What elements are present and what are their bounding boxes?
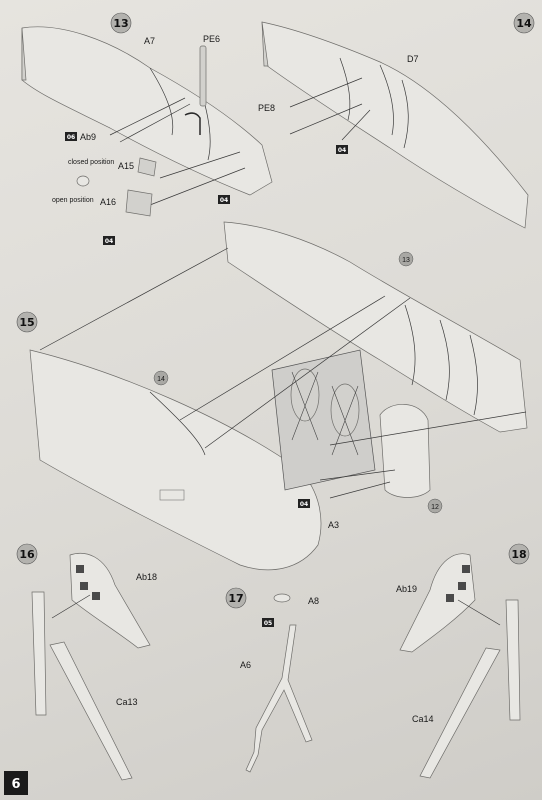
step-14-badge (513, 12, 535, 34)
svg-text:04: 04 (220, 197, 228, 204)
callout-13 (398, 251, 414, 267)
step-18-number: 18 (511, 548, 526, 561)
svg-text:05: 05 (264, 620, 272, 627)
strut-ca14-right (505, 599, 521, 721)
glue-badge-04-c (336, 145, 348, 154)
step-15-badge (16, 311, 38, 333)
step-18-badge (508, 543, 530, 565)
label-d7: D7 (407, 54, 419, 64)
step-18: 18 Ab19 Ca14 (396, 543, 530, 779)
fuselage-half-d7 (261, 21, 529, 229)
part-a15 (137, 157, 157, 177)
label-pe6: PE6 (203, 34, 220, 44)
label-a3: A3 (328, 520, 339, 530)
step-13: 13 A7 PE6 06 Ab9 closed position A15 ope… (21, 12, 273, 245)
svg-text:04: 04 (300, 501, 308, 508)
glue-badge-04-d (298, 499, 310, 508)
open-position-thumbnail (76, 175, 90, 187)
fuselage-half-upper (223, 221, 528, 433)
step-14: 14 D7 PE8 04 (258, 12, 535, 229)
cockpit-frame (271, 349, 376, 491)
step-13-badge (110, 12, 132, 34)
label-a8: A8 (308, 596, 319, 606)
label-ca13: Ca13 (116, 697, 138, 707)
svg-text:12: 12 (431, 504, 439, 511)
label-ab18: Ab18 (136, 572, 157, 582)
strut-ca14 (419, 647, 501, 779)
label-a6: A6 (240, 660, 251, 670)
label-ca14: Ca14 (412, 714, 434, 724)
part-a16 (125, 189, 153, 217)
label-ab9: Ab9 (80, 132, 96, 142)
firewall-part-12 (379, 403, 431, 498)
svg-text:14: 14 (157, 376, 165, 383)
glue-badge-05 (262, 618, 274, 627)
glue-badge-06 (65, 132, 77, 141)
svg-text:06: 06 (67, 134, 75, 141)
svg-text:13: 13 (402, 257, 410, 264)
caption-closed-position: closed position (68, 159, 114, 166)
step-14-number: 14 (516, 17, 532, 30)
step-16-number: 16 (19, 548, 35, 561)
label-pe8: PE8 (258, 103, 275, 113)
callout-12 (427, 498, 443, 514)
leg-part-a6 (245, 624, 313, 773)
step-17: 17 A8 05 A6 (225, 587, 319, 773)
svg-text:04: 04 (338, 147, 346, 154)
cap-part-a8 (273, 593, 291, 603)
page-number-box (4, 771, 28, 795)
step-17-badge (225, 587, 247, 609)
step-15: 15 13 14 12 04 A3 (16, 221, 528, 571)
step-16-badge (16, 543, 38, 565)
step-15-number: 15 (19, 316, 34, 329)
label-a16: A16 (100, 197, 116, 207)
svg-text:04: 04 (105, 238, 113, 245)
page-number: 6 (11, 777, 20, 792)
glue-badge-04-b (218, 195, 230, 204)
step-13-number: 13 (113, 17, 128, 30)
label-a15: A15 (118, 161, 134, 171)
etch-part-pe6 (199, 45, 207, 107)
label-a7: A7 (144, 36, 155, 46)
step-16: 16 Ab18 Ca13 (16, 543, 157, 781)
wheel-fairing-ab18 (69, 552, 151, 649)
glue-badge-04-a (103, 236, 115, 245)
label-ab19: Ab19 (396, 584, 417, 594)
caption-open-position: open position (52, 197, 94, 204)
wheel-fairing-ab19 (399, 553, 476, 653)
fuselage-half-lower (29, 349, 322, 571)
strut-ca13-left (31, 591, 47, 716)
strut-ca13 (49, 641, 133, 781)
step-17-number: 17 (228, 592, 243, 605)
callout-14 (153, 370, 169, 386)
